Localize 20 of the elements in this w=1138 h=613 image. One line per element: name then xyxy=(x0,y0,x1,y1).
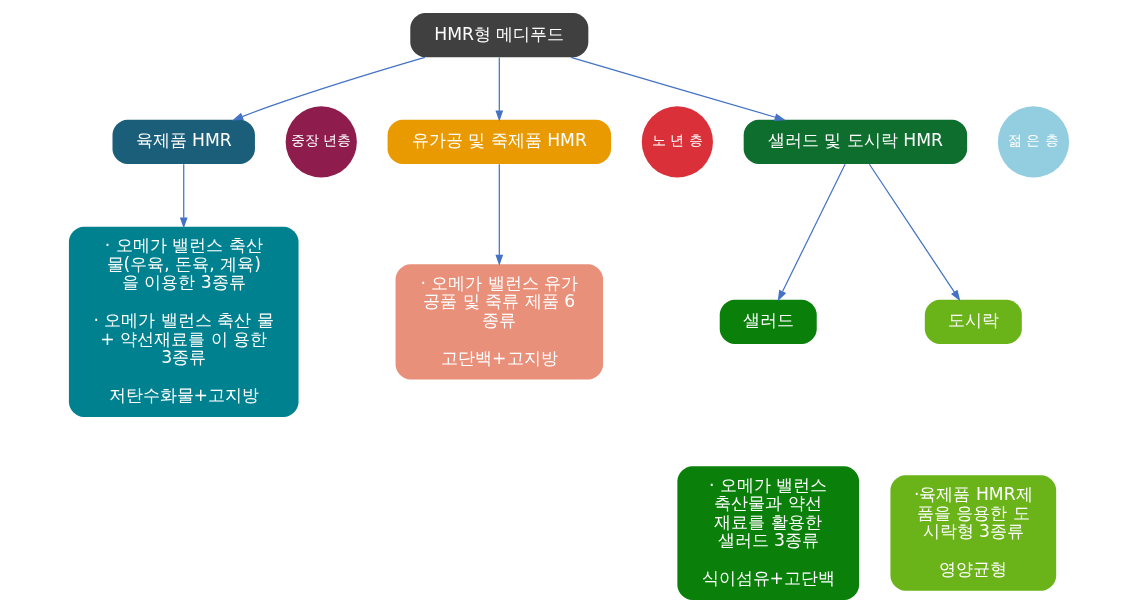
node-circle: 젊 은 층 xyxy=(997,106,1070,178)
arrow xyxy=(570,56,786,121)
arrow xyxy=(179,163,188,229)
node-box: · 오메가 밸런스 축산물과 약선 재료를 활용한 샐러드 3종류 식이섬유+고단백 xyxy=(677,466,860,600)
arrow xyxy=(777,163,846,302)
node-box: 유가공 및 죽제품 HMR xyxy=(387,119,612,165)
node-box: 샐러드 및 도시락 HMR xyxy=(743,119,968,165)
arrow xyxy=(495,56,504,122)
node-box: ·육제품 HMR제 품을 응용한 도 시락형 3종류 영양균형 xyxy=(890,475,1057,591)
node-box: 도시락 xyxy=(924,299,1022,344)
node-circle: 노 년 층 xyxy=(641,106,713,178)
node-circle: 중장 년층 xyxy=(285,106,357,178)
arrow xyxy=(232,56,426,121)
node-box: · 오메가 밸런스 유가 공품 및 죽류 제품 6 종류 고단백+고지방 xyxy=(395,264,604,380)
node-box: · 오메가 밸런스 축산 물(우육, 돈육, 계육) 을 이용한 3종류 · 오메가 밸런스 축산 물 + 약선재료를 이 용한 3종류 저탄수화물+고지방 xyxy=(68,226,299,417)
node-box: 육제품 HMR xyxy=(112,119,255,165)
arrow xyxy=(495,163,504,266)
node-box: 샐러드 xyxy=(719,299,817,344)
node-box: HMR형 메디푸드 xyxy=(410,13,589,58)
arrow xyxy=(868,163,961,302)
